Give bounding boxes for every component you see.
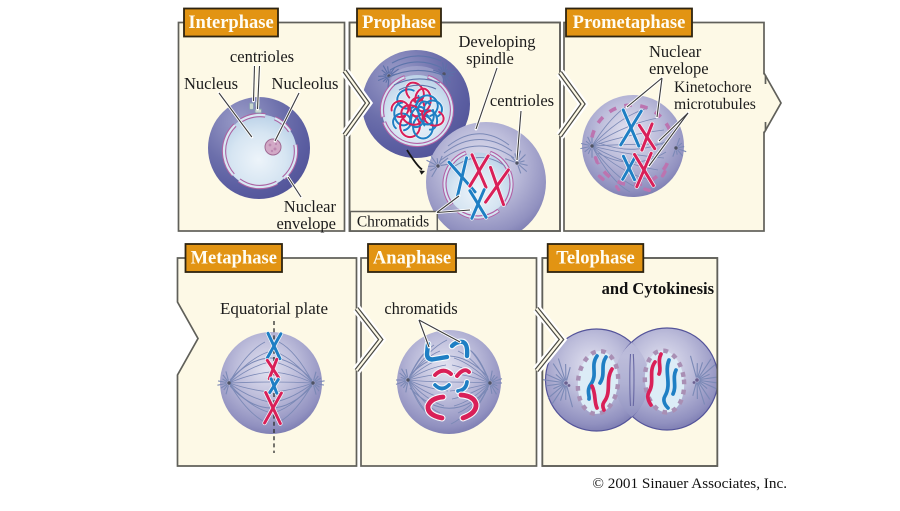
- svg-text:Nucleolus: Nucleolus: [272, 74, 339, 93]
- svg-text:microtubules: microtubules: [674, 96, 756, 113]
- svg-text:Chromatids: Chromatids: [357, 214, 429, 231]
- svg-text:Telophase: Telophase: [556, 249, 634, 269]
- svg-text:© 2001 Sinauer Associates, Inc: © 2001 Sinauer Associates, Inc.: [592, 475, 787, 492]
- svg-text:spindle: spindle: [466, 49, 514, 68]
- svg-text:envelope: envelope: [276, 214, 336, 233]
- svg-text:envelope: envelope: [649, 59, 709, 78]
- svg-text:centrioles: centrioles: [490, 91, 554, 110]
- svg-text:and Cytokinesis: and Cytokinesis: [602, 279, 715, 298]
- svg-text:chromatids: chromatids: [384, 299, 457, 318]
- svg-text:Prophase: Prophase: [362, 13, 436, 33]
- svg-text:Prometaphase: Prometaphase: [573, 13, 686, 33]
- svg-text:Kinetochore: Kinetochore: [674, 79, 752, 96]
- svg-text:Equatorial plate: Equatorial plate: [220, 299, 328, 318]
- svg-text:Metaphase: Metaphase: [191, 249, 277, 269]
- svg-text:Interphase: Interphase: [188, 13, 273, 33]
- svg-text:Nucleus: Nucleus: [184, 74, 238, 93]
- svg-text:Anaphase: Anaphase: [373, 249, 451, 269]
- svg-text:centrioles: centrioles: [230, 47, 294, 66]
